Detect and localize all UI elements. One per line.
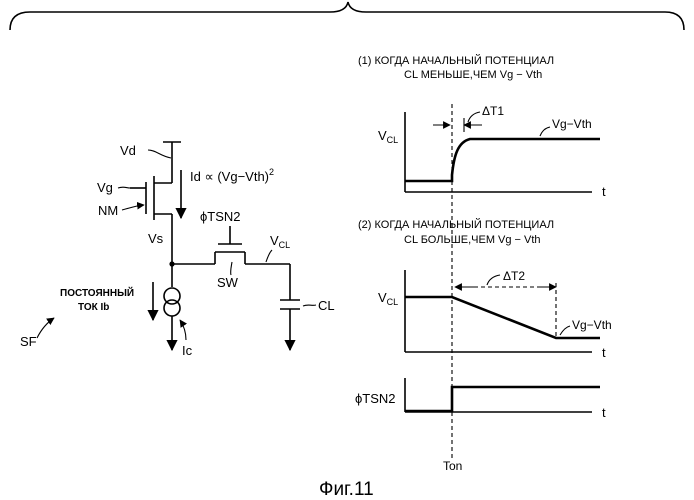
vg-label: Vg [97,180,113,195]
sw-leader [231,262,232,275]
graph-1: (1) КОГДА НАЧАЛЬНЫЙ ПОТЕНЦИАЛ CL МЕНЬШЕ,… [358,54,606,199]
graph1-level-label: Vg−Vth [552,117,592,131]
top-brace [10,2,684,30]
graph2-title-line2: CL БОЛЬШЕ,ЧЕМ Vg − Vth [404,234,541,246]
ic-label: Ic [182,343,193,358]
nm-label: NM [98,203,118,218]
const-current-line1: ПОСТОЯННЫЙ [60,286,134,299]
vs-label: Vs [148,231,164,246]
cl-label: CL [318,298,335,313]
graph1-delta-label: ΔT1 [482,104,504,118]
sf-pointer [37,318,54,338]
graph1-t-label: t [602,184,606,199]
graph3-pulse-trace [405,387,600,411]
current-source-bottom [164,300,180,316]
graph2-vcl-trace [405,297,600,338]
graph1-ylabel: VCL [378,128,398,145]
id-equation: Id ∝ (Vg−Vth)2 [190,167,274,184]
graph1-title-line1: (1) КОГДА НАЧАЛЬНЫЙ ПОТЕНЦИАЛ [358,54,554,67]
graph-3: ϕTSN2 t [355,378,606,420]
figure-caption: Фиг.11 [319,479,374,500]
vd-leader [148,150,171,158]
graph2-delta-label: ΔT2 [503,269,525,283]
ic-pointer [180,320,186,340]
sw-label: SW [217,275,239,290]
graph2-title-line1: (2) КОГДА НАЧАЛЬНЫЙ ПОТЕНЦИАЛ [358,218,554,231]
vcl-node-label: VCL [270,233,290,250]
graph1-vcl-trace [405,139,600,181]
graph2-level-label: Vg−Vth [572,318,612,332]
graph3-ylabel: ϕTSN2 [355,391,396,406]
graph2-ylabel: VCL [378,290,398,307]
graph2-t-label: t [602,345,606,360]
ton-label: Ton [443,459,462,473]
phi-tsn2-label: ϕTSN2 [200,209,241,224]
vd-label: Vd [120,143,136,158]
graph3-t-label: t [602,405,606,420]
nm-pointer [122,205,144,210]
circuit-schematic: Vd Vg NM Id ∝ (Vg−Vth)2 Vs ϕTSN2 SW VCL [20,142,335,358]
graph-2: (2) КОГДА НАЧАЛЬНЫЙ ПОТЕНЦИАЛ CL БОЛЬШЕ,… [358,218,612,360]
const-current-line2: ТОК Ib [78,302,109,313]
sf-label: SF [20,334,37,349]
graph1-title-line2: CL МЕНЬШЕ,ЧЕМ Vg − Vth [404,69,542,81]
